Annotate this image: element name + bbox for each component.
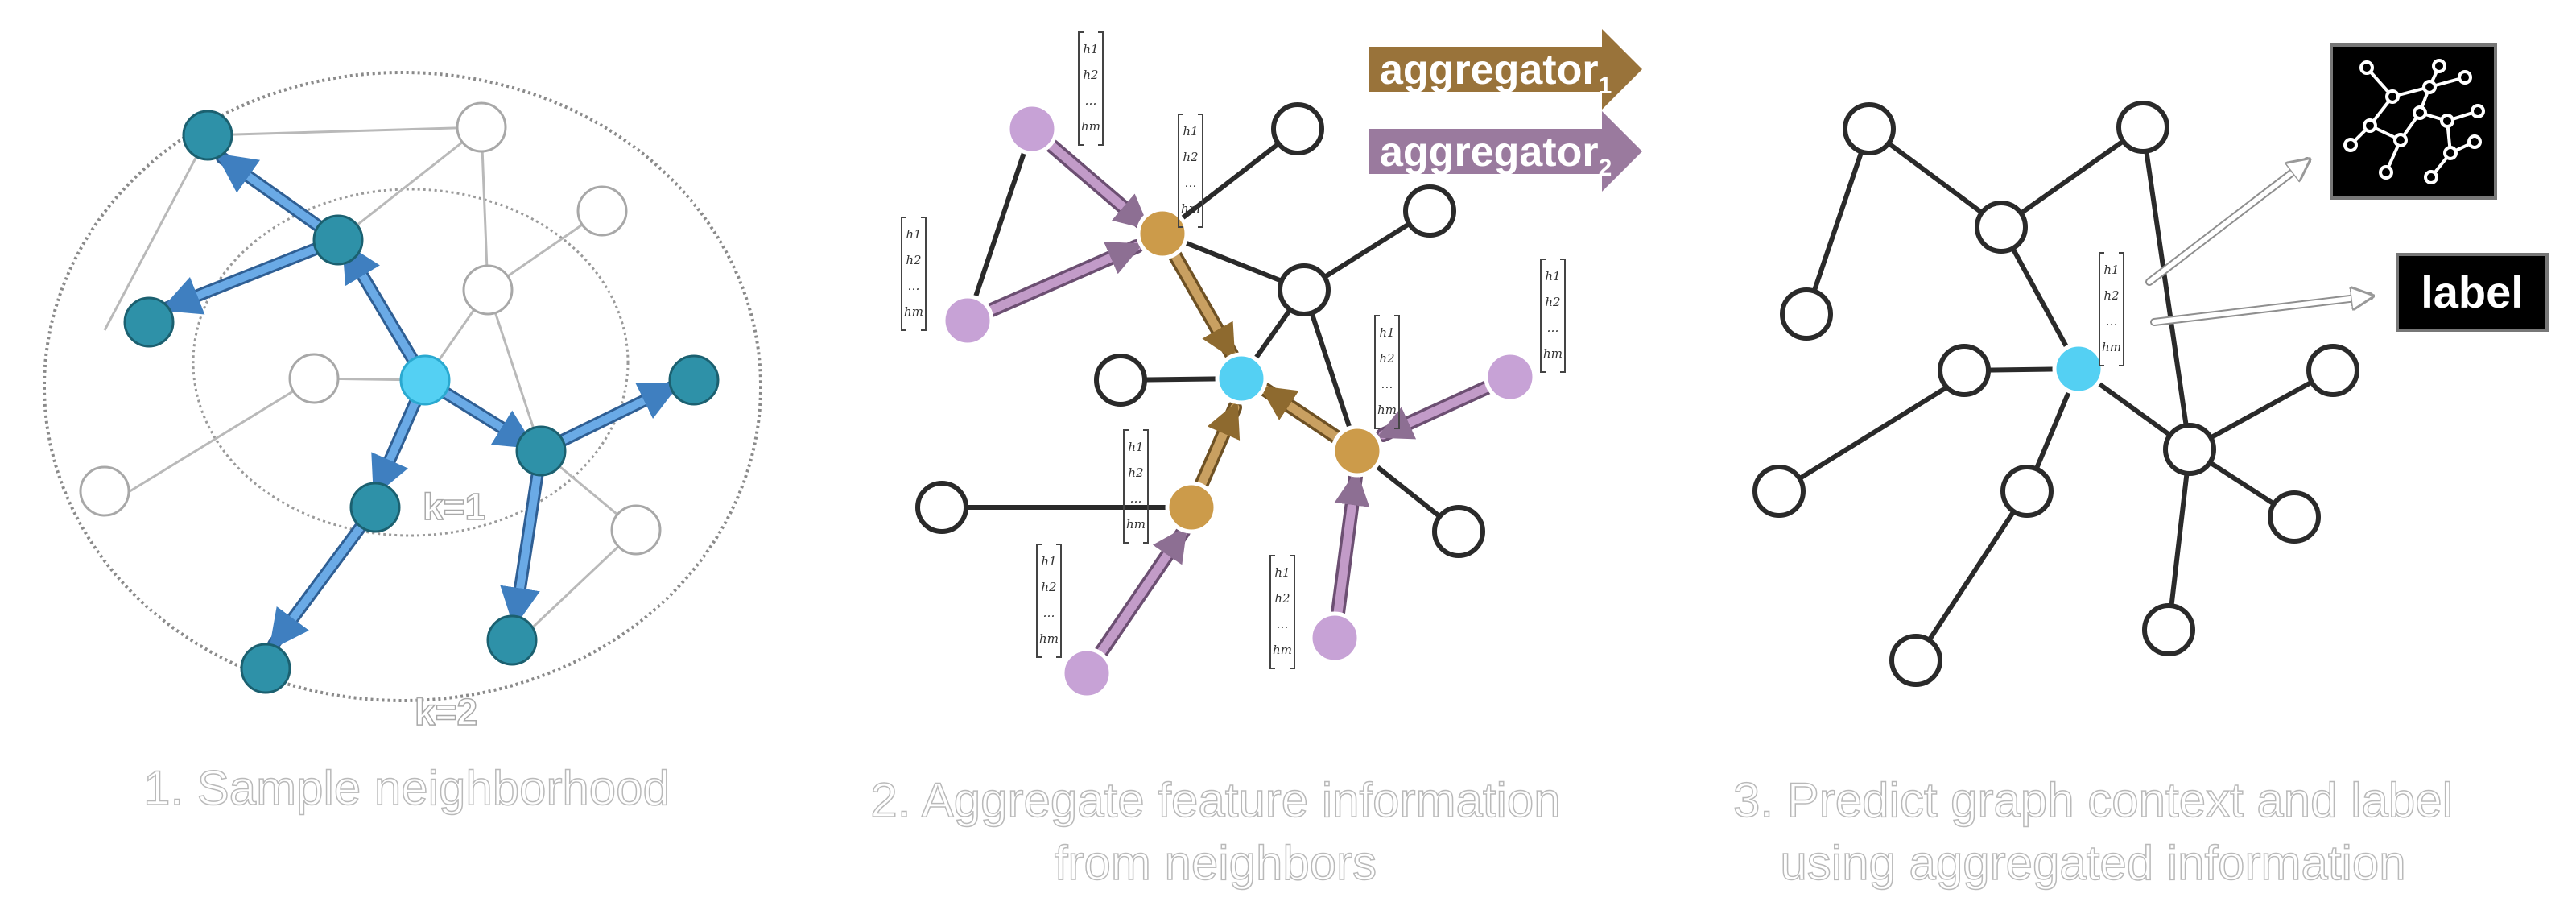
caption-line: 1. Sample neighborhood [142,760,670,816]
vector-bracket [1374,315,1400,429]
vector-entry: hm [2102,340,2121,354]
vector-bracket [1036,544,1062,658]
hop-label-k2: k=2 [415,691,477,733]
aggregator2-arrows [960,122,1517,680]
vector-bracket [901,217,927,331]
vector-entry: hm [1126,517,1146,532]
vector-entry: hm [1039,631,1059,646]
vector-bracket [1540,259,1566,373]
caption-line: 3. Predict graph context and label [1732,772,2453,828]
hop-2-boundary [43,71,762,702]
vector-entry: h1 [1379,325,1394,340]
vector-entry: hm [1543,346,1563,361]
aggregator1-label: aggregator1 [1380,47,1612,99]
panel-predict: label [1752,43,2549,687]
vector-entry: … [1085,93,1097,108]
sampled-nodes [123,110,720,694]
vector-entry: h1 [1183,124,1198,139]
vector-entry: h1 [1083,42,1098,56]
vector-bracket [2099,252,2124,366]
feature-vector: h1 h2 … hm [1078,31,1104,146]
vector-entry: h1 [1041,554,1056,569]
vector-entry: … [1043,606,1055,620]
vector-entry: … [1547,321,1559,335]
vector-entry: h2 [1183,150,1198,164]
vector-entry: h1 [906,227,921,242]
plain-nodes [915,102,1485,558]
vector-entry: h1 [1274,565,1290,580]
feature-vector: h1 h2 … hm [2099,252,2124,366]
vector-entry: h2 [1379,351,1394,366]
feature-vector: h1 h2 … hm [1123,429,1149,544]
vector-bracket [1078,31,1104,146]
feature-vector: h1 h2 … hm [1178,114,1203,228]
aggregator2-banner: aggregator2 [1368,111,1642,192]
prediction-arrows [2145,161,2370,326]
vector-entry: … [1185,176,1197,190]
vector-entry: h2 [1041,580,1056,594]
feature-vector: h1 h2 … hm [1374,315,1400,429]
vector-entry: hm [1377,403,1397,417]
vector-entry: hm [904,304,923,319]
vector-entry: h2 [2103,288,2119,303]
unsampled-nodes [79,101,662,556]
aggregator2-label: aggregator2 [1380,129,1612,181]
panel-aggregate-features: aggregator1 aggregator2 [915,29,1642,700]
caption-predict: 3. Predict graph context and label using… [1666,769,2520,895]
caption-line: 2. Aggregate feature information [870,772,1562,828]
unsampled-edges [103,126,638,638]
feature-vector: h1 h2 … hm [1036,544,1062,658]
vector-bracket [1269,555,1295,669]
feature-vector: h1 h2 … hm [1540,259,1566,373]
caption-line: using aggregated information [1780,835,2407,891]
vector-entry: … [1381,377,1393,391]
vector-bracket [1178,114,1203,228]
feature-vectors: h1 h2 … hm h1 h2 … hm h1 h2 … hm h1 h2 … hm h1 h2 … hm h1 h2 …… [901,31,2124,669]
vector-entry: h2 [1545,295,1560,309]
target-node [2052,342,2105,395]
caption-aggregate: 2. Aggregate feature information from ne… [805,769,1626,895]
vector-entry: h2 [906,253,921,267]
feature-vector: h1 h2 … hm [901,217,927,331]
layer2-nodes [941,102,1537,700]
vector-entry: h2 [1083,68,1098,82]
target-node [1215,352,1268,405]
graph-nodes [1752,101,2359,687]
target-node [399,354,451,406]
vector-entry: h1 [1128,440,1143,454]
vector-entry: hm [1081,119,1100,134]
vector-entry: hm [1181,201,1200,216]
vector-entry: … [1130,491,1142,506]
label-output-box: label [2396,253,2549,332]
label-output-text: label [2421,267,2524,317]
feature-vector: h1 h2 … hm [1269,555,1295,669]
vector-entry: … [1277,617,1289,631]
aggregator1-banner: aggregator1 [1368,29,1642,110]
hop-label-k1: k=1 [423,486,485,527]
vector-entry: … [908,279,920,293]
vector-entry: … [2106,314,2118,329]
hop-1-boundary [192,188,630,537]
vector-entry: h1 [2103,263,2119,277]
panel-sample-neighborhood: k=1 k=2 [43,71,762,734]
vector-entry: h2 [1128,465,1143,480]
caption-sample-neighborhood: 1. Sample neighborhood [64,757,749,820]
vector-bracket [1123,429,1149,544]
vector-entry: h1 [1545,269,1560,283]
caption-line: from neighbors [1054,835,1377,891]
vector-entry: h2 [1274,591,1290,606]
vector-entry: hm [1273,643,1292,657]
layer1-nodes [1136,207,1384,534]
graph-context-icon [2330,43,2497,200]
